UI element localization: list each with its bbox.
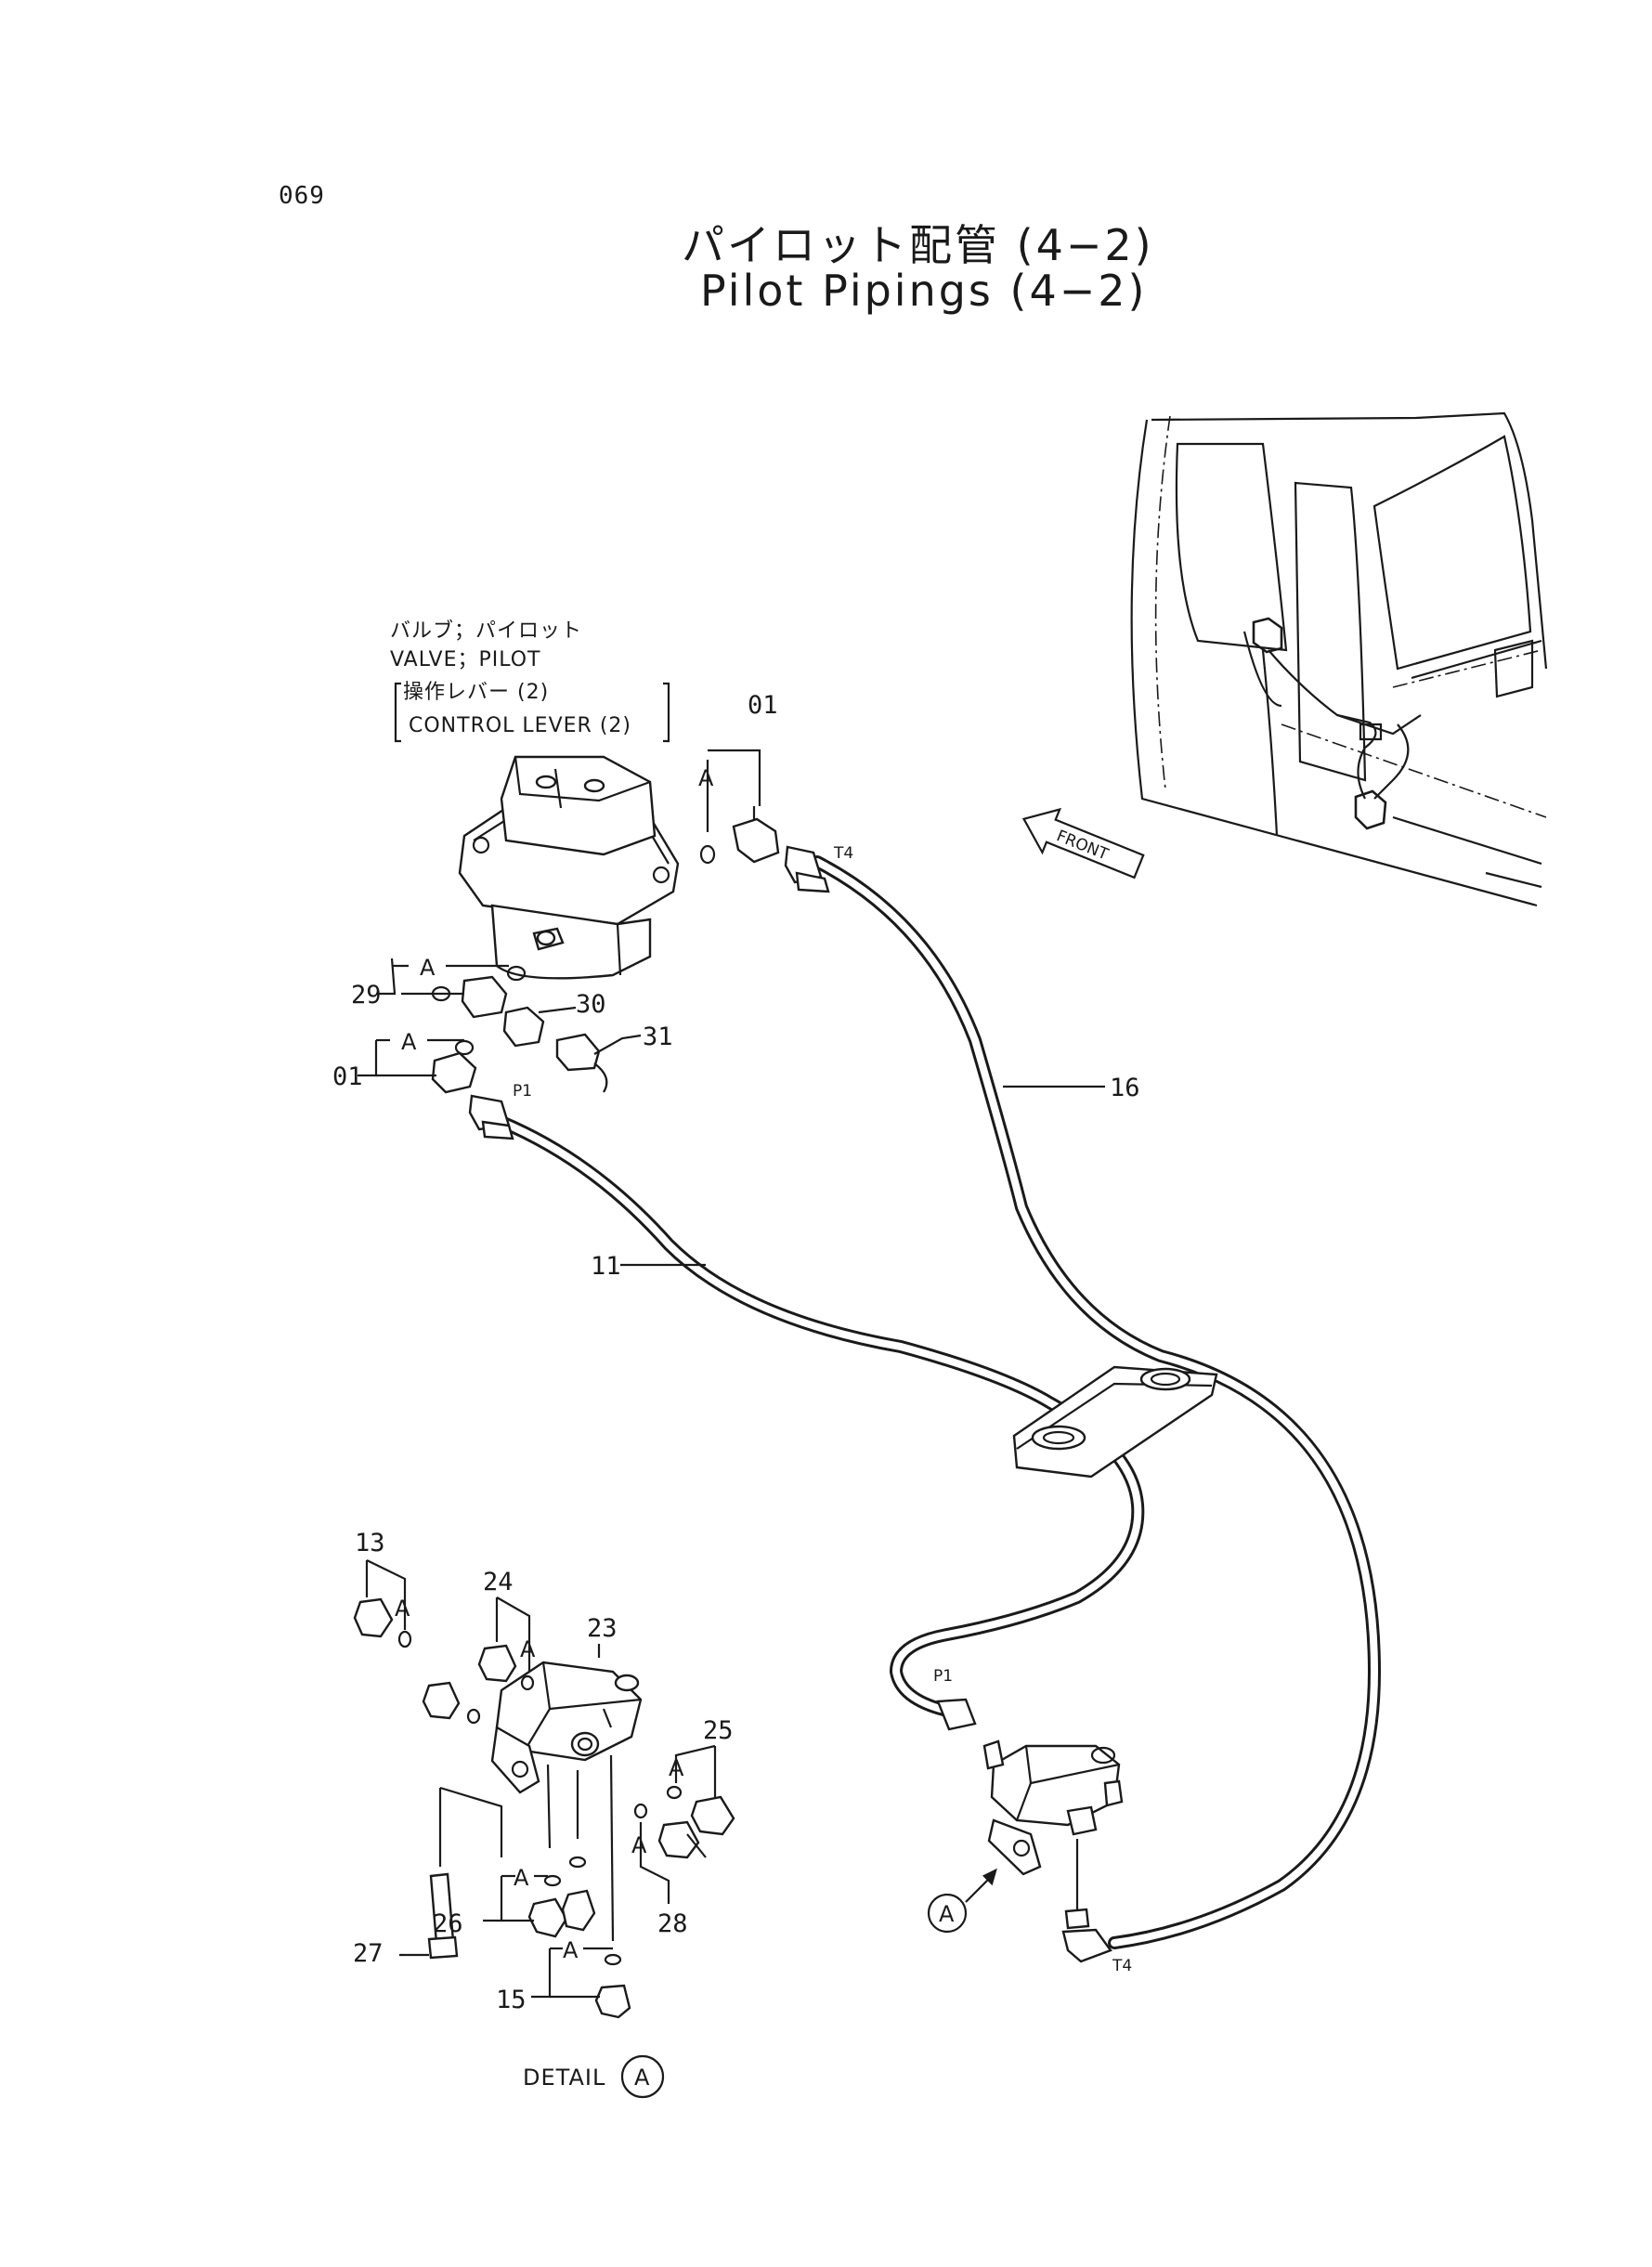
- part-01-left: 01: [332, 1062, 363, 1091]
- detail-caption: DETAIL A: [523, 2054, 665, 2099]
- front-arrow: FRONT: [1021, 807, 1145, 879]
- valve-note-en: VALVE；PILOT: [390, 648, 540, 671]
- part-25: 25: [703, 1716, 734, 1745]
- hose-fittings: [468, 845, 1112, 1963]
- title-english: Pilot Pipings (4−2): [700, 266, 1148, 316]
- a-mark-6: A: [669, 1755, 684, 1781]
- valve-note: バルブ；パイロット VALVE；PILOT 操作レバー (2) CONTROL …: [390, 619, 670, 743]
- port-t4-lower: T4: [1112, 1957, 1132, 1975]
- control-lever-jp: 操作レバー (2): [403, 681, 549, 704]
- port-p1-upper: P1: [513, 1082, 532, 1101]
- part-23: 23: [587, 1614, 618, 1643]
- pilot-valve-body: [458, 755, 680, 980]
- part-30: 30: [576, 990, 606, 1019]
- part-13: 13: [355, 1529, 385, 1557]
- a-mark-5: A: [520, 1636, 536, 1662]
- part-29: 29: [351, 981, 382, 1010]
- a-mark-8: A: [514, 1865, 529, 1891]
- part-24: 24: [483, 1568, 514, 1596]
- fitting-29: A: [376, 955, 527, 1019]
- elbow-01-top: A: [698, 749, 780, 865]
- installed-valve: [982, 1739, 1124, 1930]
- a-mark-3: A: [401, 1029, 417, 1055]
- hose-clamp: [1012, 1365, 1218, 1479]
- page-number: 069: [279, 182, 325, 210]
- front-label: FRONT: [1054, 827, 1112, 865]
- part-28: 28: [657, 1909, 688, 1938]
- part-27: 27: [353, 1939, 384, 1968]
- part-11: 11: [591, 1252, 621, 1281]
- title-japanese: パイロット配管 (4−2): [682, 220, 1154, 270]
- part-15: 15: [496, 1986, 527, 2014]
- cab-sketch: [1130, 411, 1548, 907]
- a-mark-9: A: [563, 1937, 579, 1963]
- sensor-31: [555, 1033, 642, 1093]
- part-16: 16: [1110, 1074, 1140, 1102]
- a-mark-1: A: [698, 765, 714, 791]
- part-01-top: 01: [748, 691, 778, 720]
- a-mark-2: A: [420, 955, 436, 981]
- part-31: 31: [643, 1023, 673, 1051]
- fitting-30: [502, 1006, 577, 1048]
- detail-a-exploded: A A A A A: [353, 1559, 735, 2019]
- detail-circle-letter: A: [634, 2065, 650, 2091]
- control-lever-en: CONTROL LEVER (2): [409, 714, 631, 737]
- a-mark-7: A: [631, 1832, 647, 1858]
- callout-a: A: [927, 1868, 997, 1934]
- elbow-01-left: A: [358, 1029, 477, 1094]
- part-26: 26: [433, 1909, 463, 1938]
- callout-a-label: A: [939, 1901, 955, 1927]
- detail-label: DETAIL: [523, 2065, 605, 2091]
- port-t4-upper: T4: [833, 844, 853, 863]
- a-mark-4: A: [395, 1596, 410, 1622]
- port-p1-lower: P1: [933, 1667, 953, 1686]
- hose-16: [811, 855, 1382, 1949]
- valve-note-jp: バルブ；パイロット: [390, 619, 582, 643]
